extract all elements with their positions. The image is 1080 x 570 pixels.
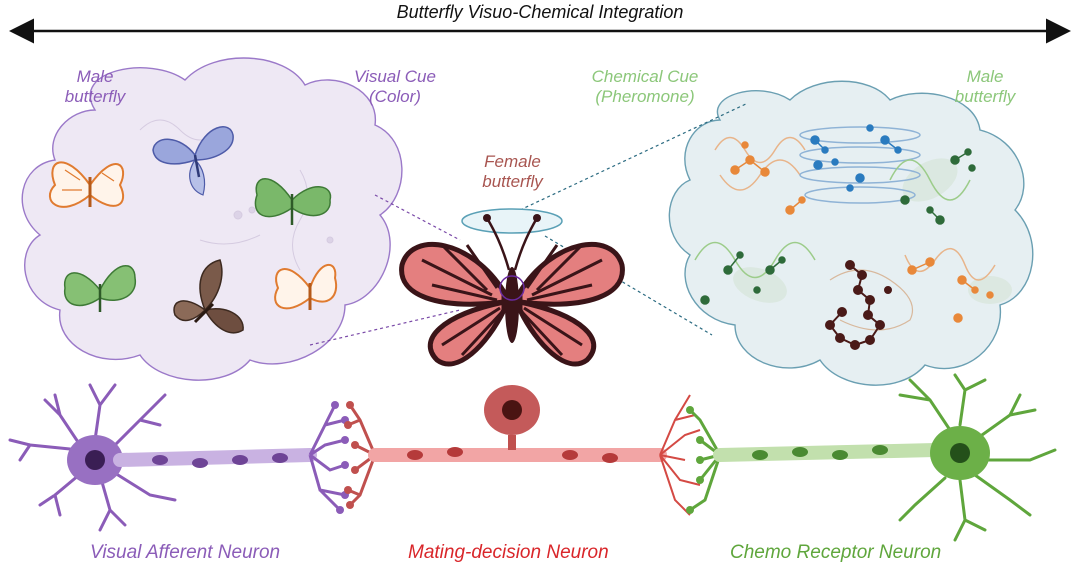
chemical-cue-label: Chemical Cue(Pheromone) <box>575 67 715 108</box>
antenna-highlight-ellipse <box>462 209 562 233</box>
chemical-cue-cloud <box>669 81 1032 385</box>
visual-afferent-neuron <box>10 385 349 530</box>
mating-decision-neuron-caption: Mating-decision Neuron <box>408 542 609 564</box>
visual-afferent-neuron-caption: Visual Afferent Neuron <box>90 542 280 564</box>
chemo-receptor-neuron <box>686 375 1055 540</box>
mating-decision-neuron <box>344 385 700 515</box>
chemo-receptor-neuron-caption: Chemo Receptor Neuron <box>730 542 941 564</box>
female-butterfly-icon <box>402 214 623 364</box>
visual-cue-label: Visual Cue(Color) <box>335 67 455 108</box>
